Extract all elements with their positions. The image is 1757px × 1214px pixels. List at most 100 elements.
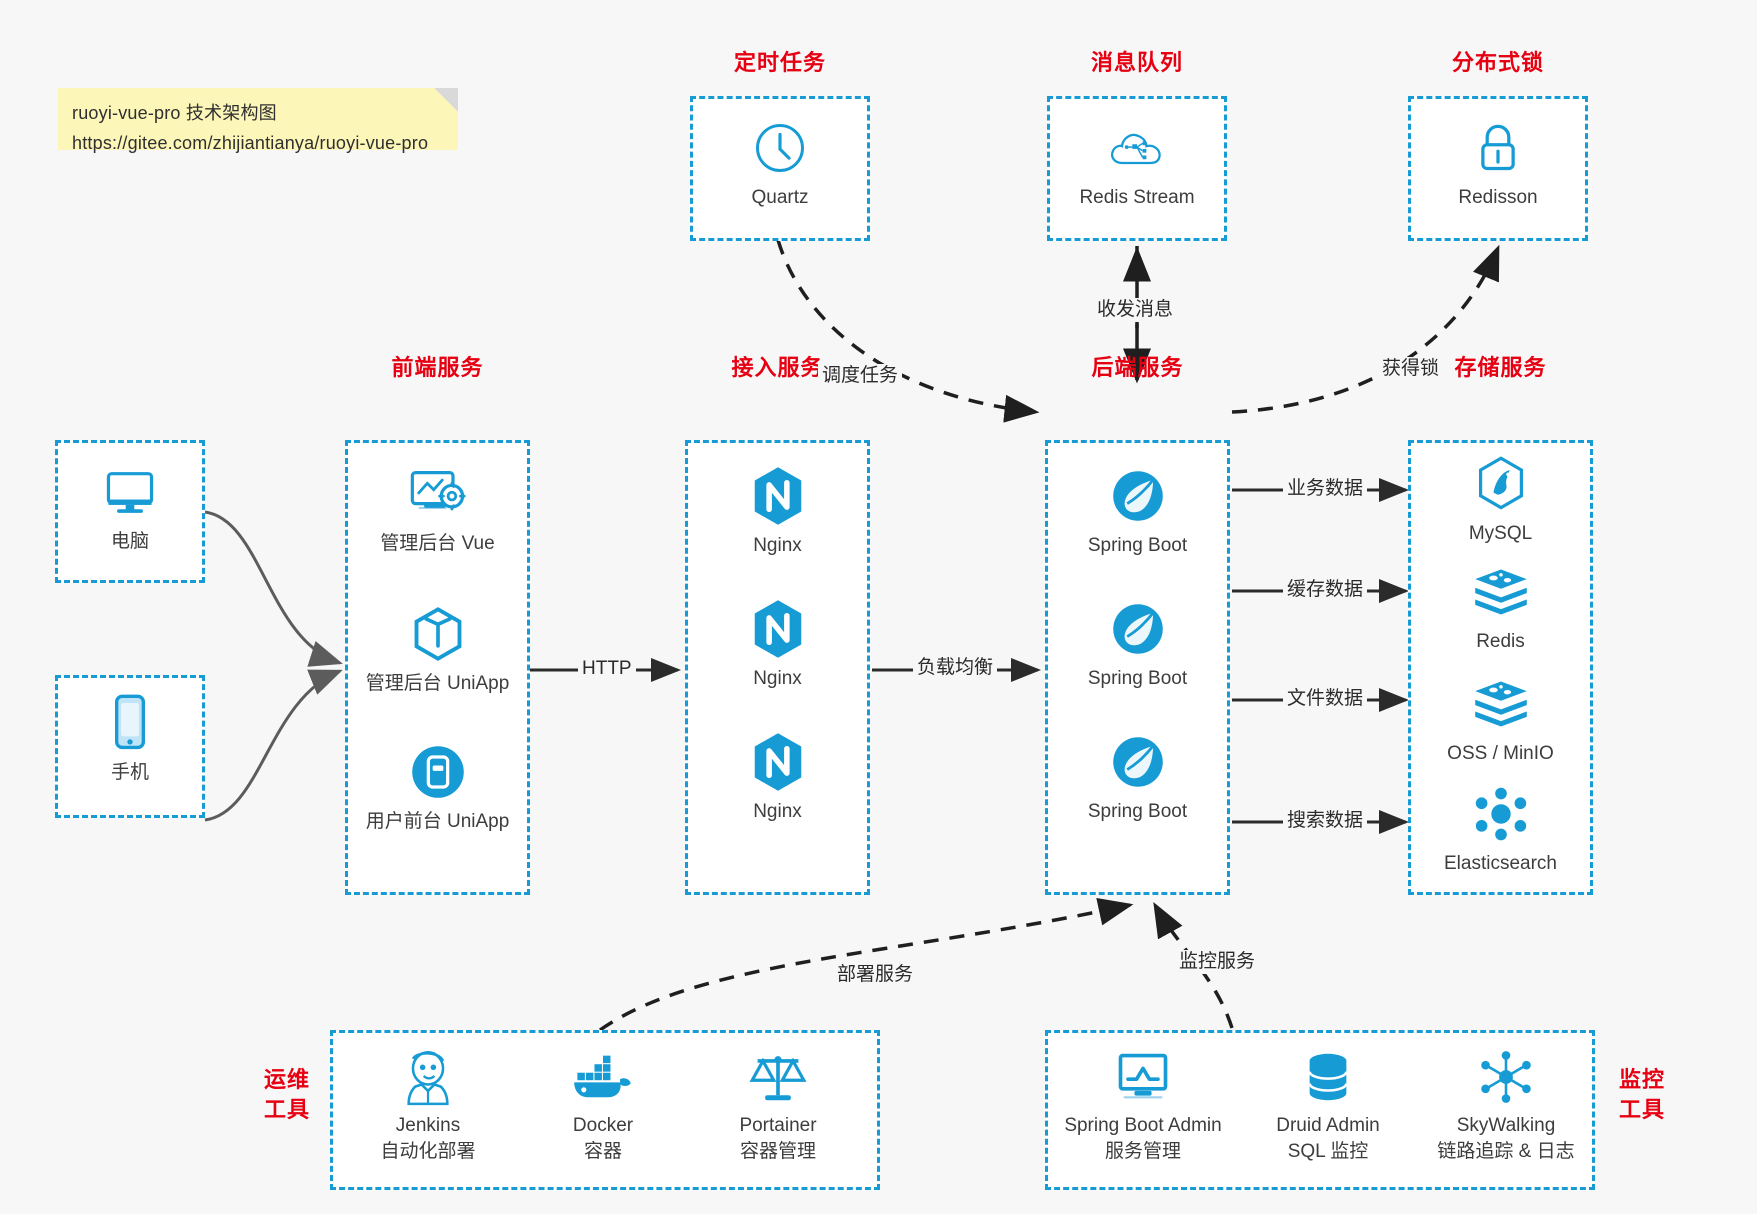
group-title-message-queue: 消息队列 [1090, 50, 1183, 75]
desktop-icon [58, 461, 202, 523]
node-sublabel: 自动化部署 [380, 1141, 476, 1162]
node-admin-vue[interactable]: 管理后台 Vue [348, 463, 527, 556]
node-oss-minio[interactable]: OSS / MinIO [1411, 673, 1590, 766]
node-label: Redis Stream [1079, 187, 1195, 208]
node-label: 电脑 [110, 531, 149, 552]
node-nginx-3[interactable]: Nginx [688, 731, 867, 824]
nginx-icon [688, 731, 867, 793]
group-title-backend: 后端服务 [1091, 355, 1184, 380]
app-window-icon [348, 741, 527, 803]
node-label: 管理后台 Vue [380, 533, 495, 554]
group-title-devops-line2: 工具 [263, 1097, 310, 1122]
group-box-message-queue: Redis Stream [1047, 96, 1227, 241]
node-admin-uniapp[interactable]: 管理后台 UniApp [348, 603, 527, 696]
docker-icon [518, 1045, 688, 1109]
node-nginx-1[interactable]: Nginx [688, 465, 867, 558]
group-box-distributed-lock: Redisson [1408, 96, 1588, 241]
node-nginx-2[interactable]: Nginx [688, 598, 867, 691]
edge-label-http: HTTP [578, 657, 636, 681]
group-title-storage: 存储服务 [1454, 355, 1547, 380]
node-label: 管理后台 UniApp [365, 673, 510, 694]
nginx-icon [688, 598, 867, 660]
node-user-uniapp[interactable]: 用户前台 UniApp [348, 741, 527, 834]
node-spring-boot-1[interactable]: Spring Boot [1048, 465, 1227, 558]
node-label: Nginx [753, 535, 802, 556]
node-label: Nginx [753, 668, 802, 689]
node-jenkins[interactable]: Jenkins 自动化部署 [343, 1045, 513, 1165]
cloud-network-icon [1050, 117, 1224, 179]
node-redis-stream[interactable]: Redis Stream [1050, 117, 1224, 210]
diagram-note: ruoyi-vue-pro 技术架构图 https://gitee.com/zh… [58, 88, 458, 153]
node-label: Portainer [739, 1115, 817, 1136]
edge-label-search-data: 搜索数据 [1283, 809, 1368, 833]
node-sublabel: 容器 [583, 1141, 622, 1162]
node-mysql[interactable]: MySQL [1411, 453, 1590, 546]
node-portainer[interactable]: Portainer 容器管理 [693, 1045, 863, 1165]
group-box-client-desktop: 电脑 [55, 440, 205, 583]
node-label: Nginx [753, 801, 802, 822]
node-spring-boot-3[interactable]: Spring Boot [1048, 731, 1227, 824]
node-druid-admin[interactable]: Druid Admin SQL 监控 [1238, 1045, 1418, 1165]
edge-label-deploy-service: 部署服务 [833, 963, 918, 987]
node-label: 手机 [110, 762, 149, 783]
node-elasticsearch[interactable]: Elasticsearch [1411, 783, 1590, 876]
redis-icon [1411, 561, 1590, 623]
group-box-devops: Jenkins 自动化部署 Docker 容器 [330, 1030, 880, 1190]
lock-icon [1411, 117, 1585, 179]
edge-label-acquire-lock: 获得锁 [1378, 357, 1444, 381]
node-sublabel: SQL 监控 [1287, 1141, 1369, 1162]
node-sublabel: 服务管理 [1104, 1141, 1181, 1162]
note-title: ruoyi-vue-pro 技术架构图 [72, 103, 277, 123]
node-skywalking[interactable]: SkyWalking 链路追踪 & 日志 [1416, 1045, 1596, 1165]
node-label: Spring Boot [1087, 668, 1188, 689]
node-redisson[interactable]: Redisson [1411, 117, 1585, 210]
node-label: Druid Admin [1276, 1115, 1380, 1136]
note-url: https://gitee.com/zhijiantianya/ruoyi-vu… [72, 133, 429, 153]
network-nodes-icon [1416, 1045, 1596, 1109]
node-label: Docker [572, 1115, 634, 1136]
group-title-distributed-lock: 分布式锁 [1451, 50, 1544, 75]
group-box-client-mobile: 手机 [55, 675, 205, 818]
node-label: Quartz [751, 187, 809, 208]
edge-label-cache-data: 缓存数据 [1283, 578, 1368, 602]
group-title-frontend: 前端服务 [391, 355, 484, 380]
node-quartz[interactable]: Quartz [693, 117, 867, 210]
node-label: Redis [1476, 631, 1525, 652]
node-sublabel: 链路追踪 & 日志 [1437, 1141, 1575, 1162]
edge-label-load-balance: 负载均衡 [913, 656, 998, 680]
node-label: Spring Boot [1087, 535, 1188, 556]
spring-boot-icon [1048, 465, 1227, 527]
jenkins-icon [343, 1045, 513, 1109]
group-box-scheduled-task: Quartz [690, 96, 870, 241]
group-title-devops-line1: 运维 [263, 1067, 310, 1092]
cube-icon [348, 603, 527, 665]
spring-boot-icon [1048, 731, 1227, 793]
edge-label-monitor-service: 监控服务 [1175, 950, 1260, 974]
node-label: Elasticsearch [1444, 853, 1557, 874]
node-label: MySQL [1468, 523, 1533, 544]
edge-label-file-data: 文件数据 [1283, 687, 1368, 711]
group-box-monitoring: Spring Boot Admin 服务管理 Druid Admin SQL 监… [1045, 1030, 1595, 1190]
node-desktop[interactable]: 电脑 [58, 461, 202, 554]
node-spring-boot-admin[interactable]: Spring Boot Admin 服务管理 [1053, 1045, 1233, 1165]
spring-boot-icon [1048, 598, 1227, 660]
node-docker[interactable]: Docker 容器 [518, 1045, 688, 1165]
node-mobile[interactable]: 手机 [58, 692, 202, 785]
node-redis[interactable]: Redis [1411, 561, 1590, 654]
database-icon [1238, 1045, 1418, 1109]
node-label: Spring Boot Admin [1064, 1115, 1222, 1136]
group-box-frontend: 管理后台 Vue 管理后台 UniApp 用户前台 UniApp [345, 440, 530, 895]
edge-label-business-data: 业务数据 [1283, 477, 1368, 501]
group-box-backend: Spring Boot Spring Boot Spring Boot [1045, 440, 1230, 895]
group-title-monitoring-line2: 工具 [1618, 1097, 1665, 1122]
node-spring-boot-2[interactable]: Spring Boot [1048, 598, 1227, 691]
group-box-gateway: Nginx Nginx Nginx [685, 440, 870, 895]
elasticsearch-icon [1411, 783, 1590, 845]
redis-icon [1411, 673, 1590, 735]
clock-icon [693, 117, 867, 179]
group-box-storage: MySQL Redis [1408, 440, 1593, 895]
group-title-gateway: 接入服务 [731, 355, 824, 380]
nginx-icon [688, 465, 867, 527]
node-label: 用户前台 UniApp [365, 811, 510, 832]
